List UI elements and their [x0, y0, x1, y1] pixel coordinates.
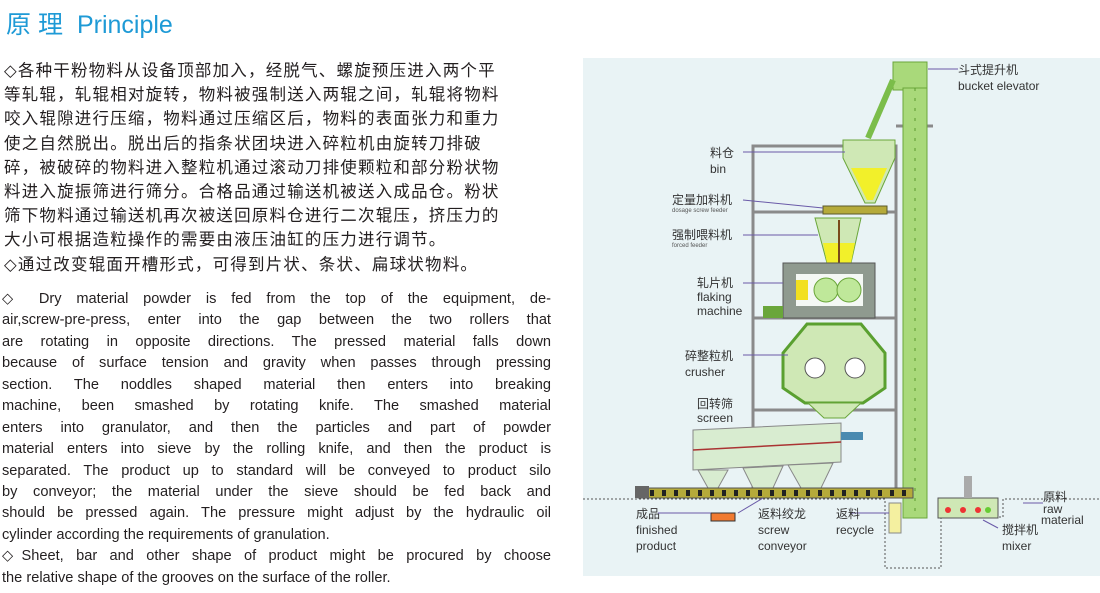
- label-bucket-elevator-cn: 斗式提升机: [958, 63, 1019, 77]
- label-raw-en: material: [1041, 513, 1084, 527]
- recycle-bin: [888, 502, 902, 534]
- english-description: ◇ Dry material powder is fed from the to…: [2, 289, 551, 589]
- cn-line: 碎，被破碎的物料进入整粒机通过滚动刀排使颗粒和部分粉状物: [4, 157, 500, 177]
- label-crusher-en: crusher: [685, 365, 726, 379]
- label-crusher-cn: 碎整粒机: [685, 349, 734, 363]
- finished-product-tray: [710, 512, 736, 522]
- screw-conveyor: [635, 486, 914, 499]
- en-line: cylinder according the requirements of g…: [2, 526, 330, 543]
- label-dosage-feeder-en: dosage screw feeder: [672, 208, 728, 214]
- label-dosage-feeder-cn: 定量加料机: [672, 193, 733, 207]
- cn-line: ◇各种干粉物料从设备顶部加入，经脱气、螺旋预压进入两个平: [4, 61, 496, 80]
- forced-feeder: [814, 217, 862, 264]
- label-screw-conveyor-en: conveyor: [758, 539, 807, 553]
- label-flaking-cn: 轧片机: [697, 276, 734, 290]
- en-line: by conveyor; the material under the siev…: [2, 483, 551, 500]
- label-flaking-en: flaking: [697, 290, 732, 304]
- title-cn: 原 理: [6, 11, 63, 39]
- label-mixer-en: mixer: [1002, 539, 1032, 553]
- en-line: ◇Sheet, bar and other shape of product m…: [2, 548, 551, 565]
- label-flaking-en: machine: [697, 304, 743, 318]
- cn-line: 使之自然脱出。脱出后的指条状团块进入碎粒机由旋转刀排破: [4, 133, 482, 153]
- en-line: because of surface tension and gravity w…: [2, 355, 551, 372]
- label-finished-en: product: [636, 539, 677, 553]
- en-line: air,screw-pre-press, enter into the gap …: [2, 312, 551, 329]
- en-line: ◇ Dry material powder is fed from the to…: [2, 291, 551, 307]
- mixer: [937, 476, 999, 519]
- crusher: [781, 322, 887, 419]
- en-line: separated. The product up to standard wi…: [2, 462, 551, 479]
- label-forced-feeder-en: forced feeder: [672, 243, 708, 249]
- en-line: section. The noddles shaped material the…: [2, 376, 551, 393]
- label-bin-cn: 料仓: [710, 146, 735, 160]
- title-en: Principle: [76, 11, 173, 39]
- label-screen-en: screen: [697, 411, 734, 425]
- label-bucket-elevator-en: bucket elevator: [958, 79, 1040, 93]
- cn-line: ◇通过改变辊面开槽形式，可得到片状、条状、扁球状物料。: [4, 254, 479, 274]
- label-forced-feeder-cn: 强制喂料机: [672, 228, 733, 242]
- leader-lines: [658, 68, 1043, 529]
- label-finished-en: finished: [636, 523, 678, 537]
- chinese-description: ◇各种干粉物料从设备顶部加入，经脱气、螺旋预压进入两个平 等轧辊，轧辊相对旋转，…: [4, 59, 552, 277]
- en-line: enters into granulator, and then the par…: [2, 419, 551, 436]
- process-diagram: 斗式提升机 bucket elevator 料仓 bin 定量加料机 dosag…: [583, 58, 1100, 576]
- ground: [583, 498, 1100, 569]
- label-screen-cn: 回转筛: [697, 397, 734, 411]
- label-recycle-cn: 返料: [836, 507, 861, 521]
- cn-line: 大小可根据造粒操作的需要由液压油缸的压力进行调节。: [4, 230, 447, 250]
- en-line: the relative shape of the grooves on the…: [2, 569, 391, 586]
- bin: [842, 139, 896, 204]
- label-bin-en: bin: [710, 162, 727, 176]
- label-mixer-cn: 搅拌机: [1002, 523, 1039, 537]
- page-title: 原 理 Principle: [6, 5, 173, 41]
- en-line: machine, been smashed by rotating knife.…: [2, 398, 551, 415]
- en-line: material enters into sieve by the rollin…: [2, 441, 551, 458]
- bucket-elevator: [865, 61, 928, 519]
- cn-line: 筛下物料通过输送机再次被送回原料仓进行二次辊压，挤压力的: [4, 206, 500, 226]
- en-line: should be pressed again. The pressure mi…: [2, 505, 551, 522]
- label-finished-cn: 成品: [636, 507, 661, 521]
- en-line: are rotating in opposite directions. The…: [2, 333, 551, 350]
- cn-line: 料进入旋振筛进行筛分。合格品通过输送机被送入成品仓。粉状: [4, 181, 500, 201]
- process-diagram-graphic: [583, 61, 1100, 569]
- label-screw-conveyor-cn: 返料绞龙: [758, 507, 807, 521]
- label-raw-cn: 原料: [1043, 490, 1068, 504]
- dosage-screw-feeder: [822, 205, 888, 215]
- flaking-machine: [763, 262, 876, 319]
- label-screw-conveyor-en: screw: [758, 523, 790, 537]
- label-recycle-en: recycle: [836, 523, 875, 537]
- cn-line: 等轧辊，轧辊相对旋转，物料被强制送入两辊之间，轧辊将物料: [4, 85, 500, 105]
- cn-line: 咬入辊隙进行压缩，物料通过压缩区后，物料的表面张力和重力: [4, 109, 500, 129]
- rotary-screen: [692, 422, 863, 489]
- label-raw-en: raw: [1043, 502, 1063, 516]
